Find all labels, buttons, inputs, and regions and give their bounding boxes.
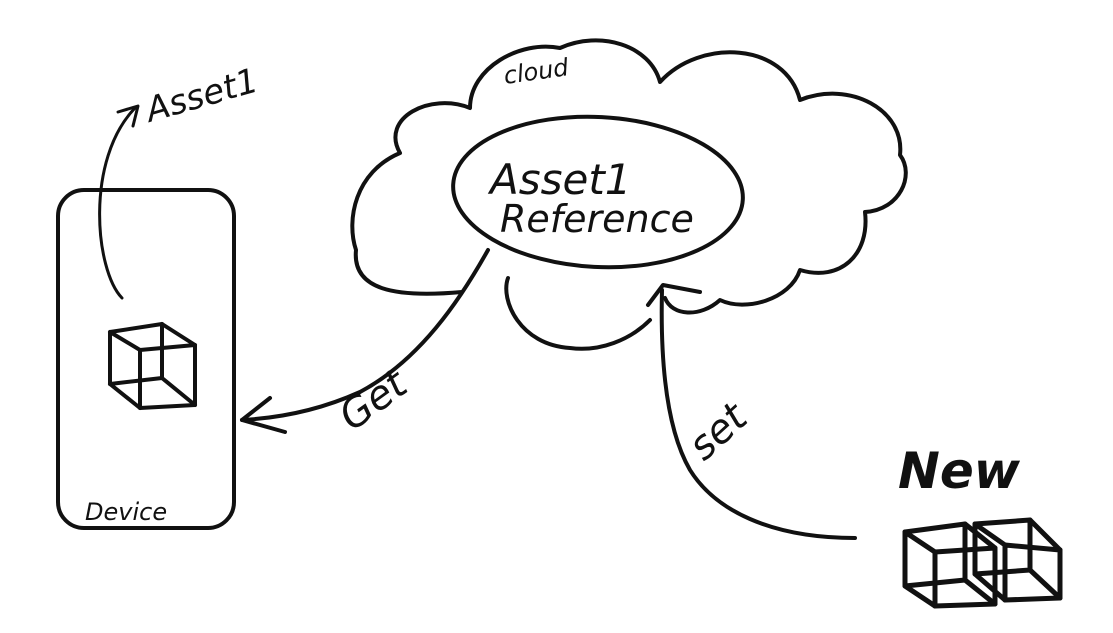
asset-reference-label-line1: Asset1 [487, 155, 632, 204]
get-arrowhead [240, 396, 287, 434]
asset-reference-ellipse [451, 114, 745, 270]
device-label: Device [85, 498, 167, 526]
device-to-asset-arrow [98, 106, 137, 300]
asset-top-label: Asset1 [140, 61, 263, 132]
set-label: set [680, 393, 757, 469]
get-label: Get [331, 360, 417, 440]
new-label: New [898, 442, 1021, 500]
device-to-asset-arrowhead [116, 104, 140, 128]
new-cubes-icon [902, 517, 1063, 609]
get-arrow [240, 248, 490, 422]
device-cube-icon [108, 322, 197, 410]
set-arrow [659, 288, 857, 540]
device-box [56, 188, 236, 530]
cloud-shape [350, 38, 908, 351]
asset-reference-label-line2: Reference [500, 197, 694, 241]
set-arrowhead [646, 283, 702, 307]
cloud-label: cloud [502, 53, 571, 90]
